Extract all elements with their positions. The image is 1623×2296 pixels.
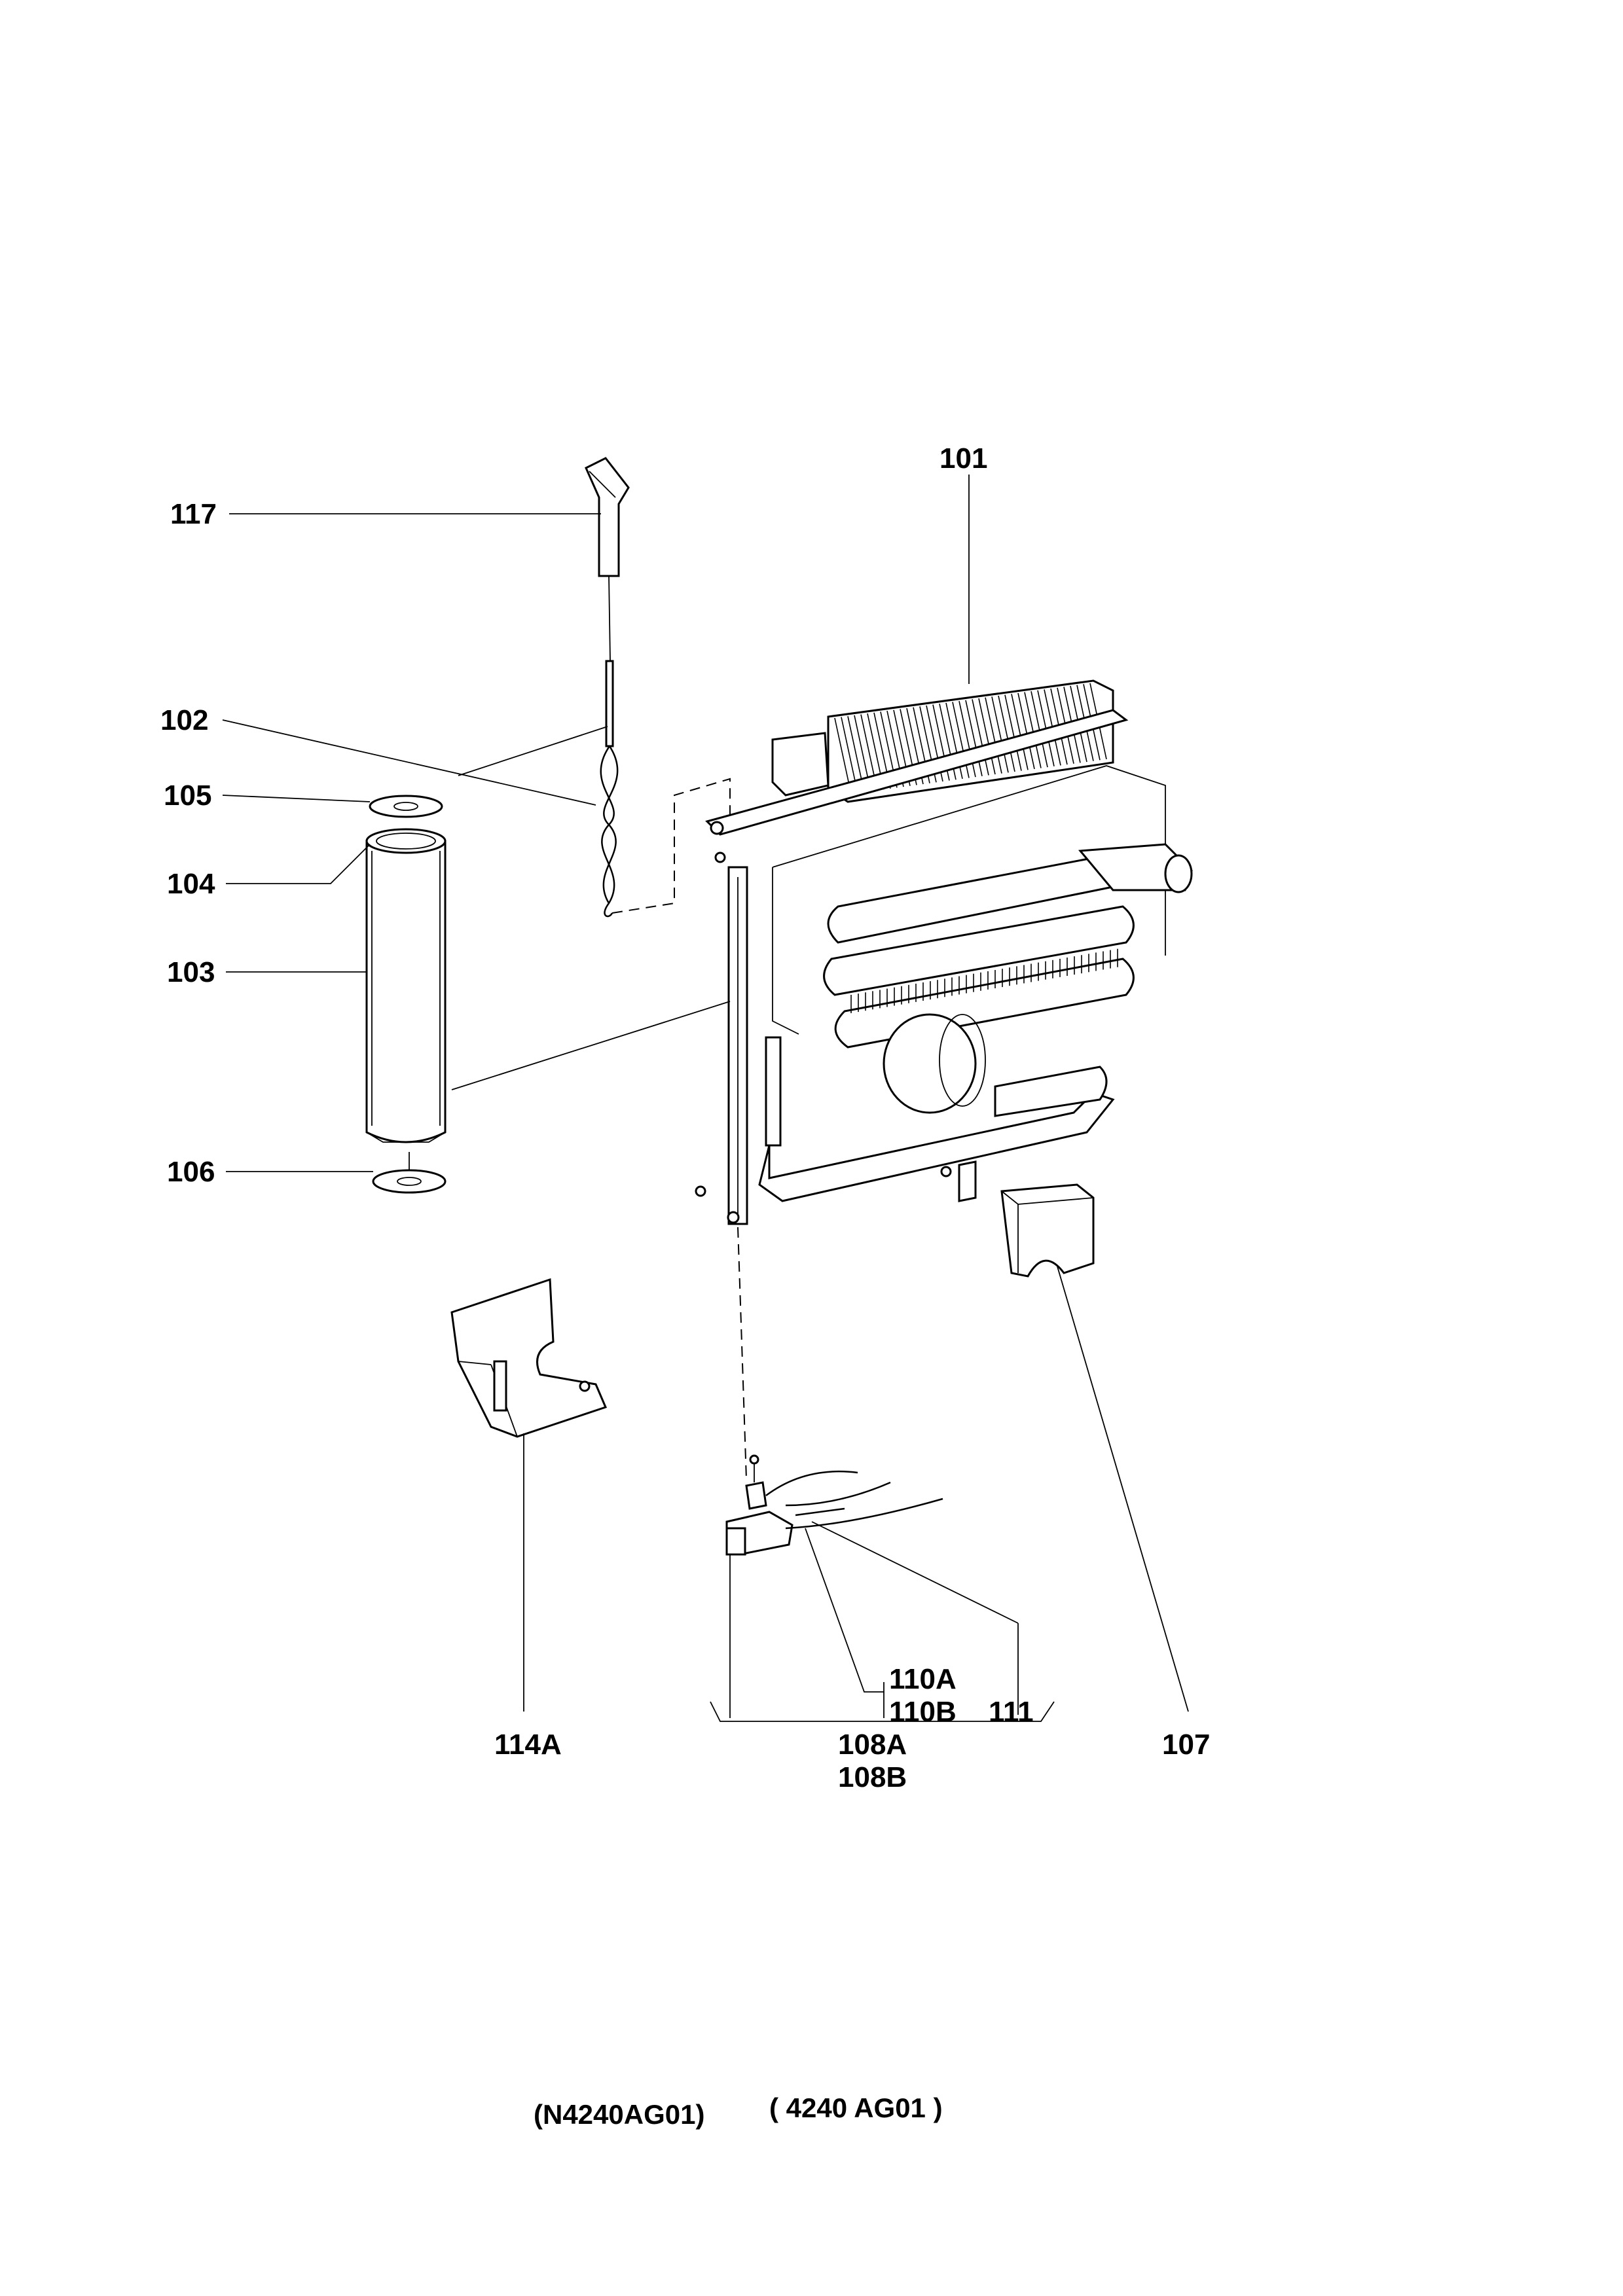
drawing-code-left: (N4240AG01): [534, 2099, 704, 2130]
part-103-canister: [365, 828, 447, 1143]
leader-lines: [222, 475, 1189, 1722]
part-108-burner: [725, 1454, 943, 1556]
label-108a: 108A: [838, 1729, 907, 1761]
label-114a: 114A: [494, 1729, 562, 1761]
label-110a: 110A: [889, 1663, 957, 1695]
part-101-cooling-unit: [695, 679, 1193, 1225]
label-104: 104: [167, 868, 215, 900]
part-117-holder: [585, 457, 630, 747]
part-114a-heat-shield: [450, 1278, 608, 1438]
part-107-cover-box: [1000, 1183, 1095, 1278]
label-103: 103: [167, 956, 215, 988]
label-102: 102: [160, 704, 208, 736]
label-108b: 108B: [838, 1761, 907, 1793]
part-106-bottom-disc: [372, 1152, 447, 1194]
label-105: 105: [164, 780, 211, 812]
alignment-bracket-102: [611, 778, 731, 914]
part-105-top-cap: [369, 795, 443, 818]
label-117: 117: [170, 498, 217, 530]
label-110b: 110B: [889, 1696, 957, 1728]
drawing-code-right: ( 4240 AG01 ): [769, 2092, 943, 2123]
label-101: 101: [939, 442, 987, 475]
label-111: 111: [989, 1696, 1034, 1728]
part-102-thermocouple: [600, 745, 619, 918]
label-107: 107: [1162, 1729, 1210, 1761]
label-106: 106: [167, 1156, 215, 1188]
